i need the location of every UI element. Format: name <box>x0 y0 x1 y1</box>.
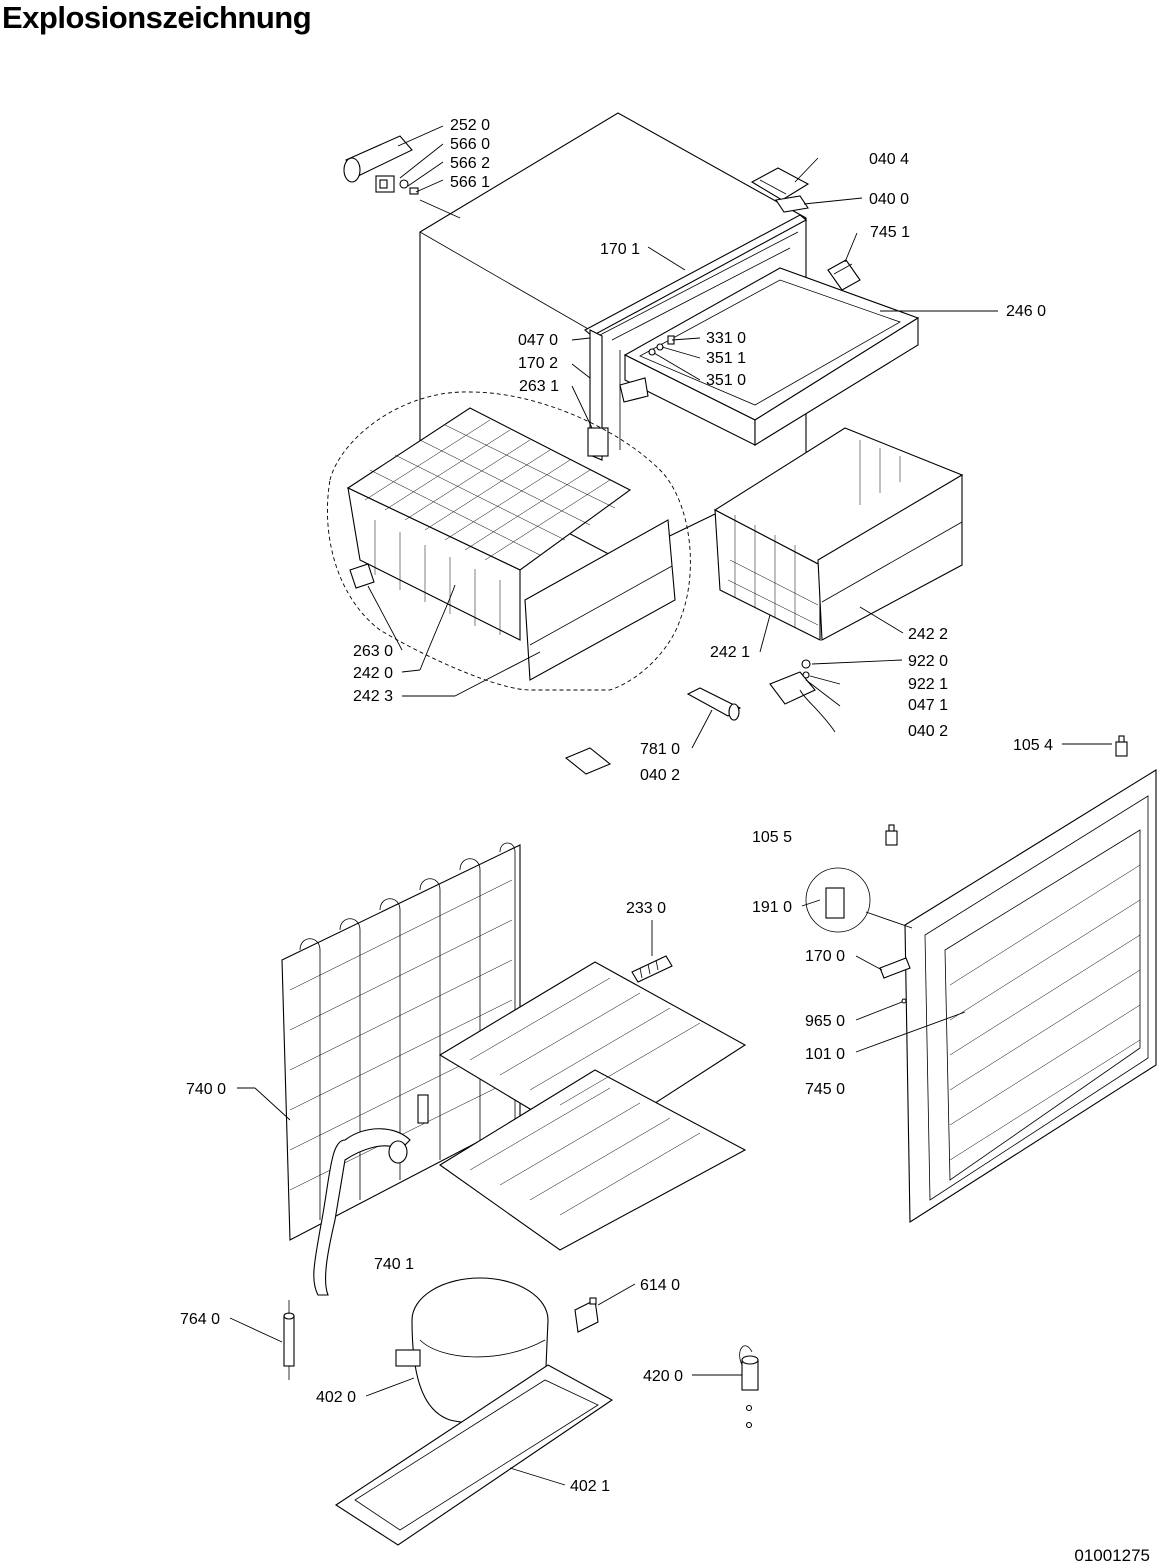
leader-lines <box>229 125 1112 1486</box>
part-label-7450: 745 0 <box>805 1081 845 1098</box>
part-label-9650: 965 0 <box>805 1013 845 1030</box>
door <box>805 769 1157 1223</box>
part-label-9221: 922 1 <box>908 676 948 693</box>
part-label-2631: 263 1 <box>519 378 559 395</box>
part-label-0402-left: 040 2 <box>640 767 680 784</box>
part-label-1055: 105 5 <box>752 829 792 846</box>
part-label-2520: 252 0 <box>450 117 490 134</box>
filter-drier <box>283 1300 295 1380</box>
freezer-tray <box>619 267 920 446</box>
part-label-2423: 242 3 <box>353 688 393 705</box>
door-stop-clip <box>827 259 861 291</box>
part-label-7401: 740 1 <box>374 1256 414 1273</box>
part-label-0470: 047 0 <box>518 332 558 349</box>
part-label-3310: 331 0 <box>706 330 746 347</box>
part-label-1700: 170 0 <box>805 948 845 965</box>
part-label-0471: 047 1 <box>908 697 948 714</box>
page-title: Explosionszeichnung <box>2 0 312 35</box>
compressor <box>334 1277 614 1546</box>
part-label-4200: 420 0 <box>643 1368 683 1385</box>
sensor-holder <box>631 955 673 983</box>
evaporator-plates <box>438 961 747 1251</box>
small-fasteners <box>648 335 675 356</box>
part-label-0400: 040 0 <box>869 191 909 208</box>
part-label-2422: 242 2 <box>908 626 948 643</box>
part-label-2330: 233 0 <box>626 900 666 917</box>
part-label-6140: 614 0 <box>640 1277 680 1294</box>
part-label-2630: 263 0 <box>353 643 393 660</box>
part-label-1701: 170 1 <box>600 241 640 258</box>
part-label-1702: 170 2 <box>518 355 558 372</box>
part-label-7451: 745 1 <box>870 224 910 241</box>
wire-basket-right <box>713 427 964 641</box>
part-label-5661: 566 1 <box>450 174 490 191</box>
part-label-5660: 566 0 <box>450 136 490 153</box>
relay <box>574 1297 599 1333</box>
part-label-4020: 402 0 <box>316 1389 356 1406</box>
wire-basket-left <box>327 391 691 691</box>
part-label-1010: 101 0 <box>805 1046 845 1063</box>
hinge-assembly-top <box>343 135 461 219</box>
part-label-3511: 351 1 <box>706 350 746 367</box>
hinge-cover-top-right <box>750 167 810 213</box>
part-label-7810: 781 0 <box>640 741 680 758</box>
part-label-2460: 246 0 <box>1006 303 1046 320</box>
document-number: 01001275 <box>1074 1546 1150 1565</box>
part-label-2421: 242 1 <box>710 644 750 661</box>
part-label-7400: 740 0 <box>186 1081 226 1098</box>
part-label-5662: 566 2 <box>450 155 490 172</box>
part-label-4021: 402 1 <box>570 1478 610 1495</box>
part-label-2420: 242 0 <box>353 665 393 682</box>
part-label-0402-right: 040 2 <box>908 723 948 740</box>
part-label-3510: 351 0 <box>706 372 746 389</box>
part-label-9220: 922 0 <box>908 653 948 670</box>
part-label-1910: 191 0 <box>752 899 792 916</box>
part-label-1054: 105 4 <box>1013 737 1053 754</box>
door-hinge-parts <box>564 659 816 775</box>
part-number-labels: 252 0 566 0 566 2 566 1 040 4 040 0 745 … <box>180 117 1053 1495</box>
part-label-0404: 040 4 <box>869 151 909 168</box>
capacitor <box>739 1345 759 1429</box>
plugs <box>885 735 1128 846</box>
part-label-7640: 764 0 <box>180 1311 220 1328</box>
